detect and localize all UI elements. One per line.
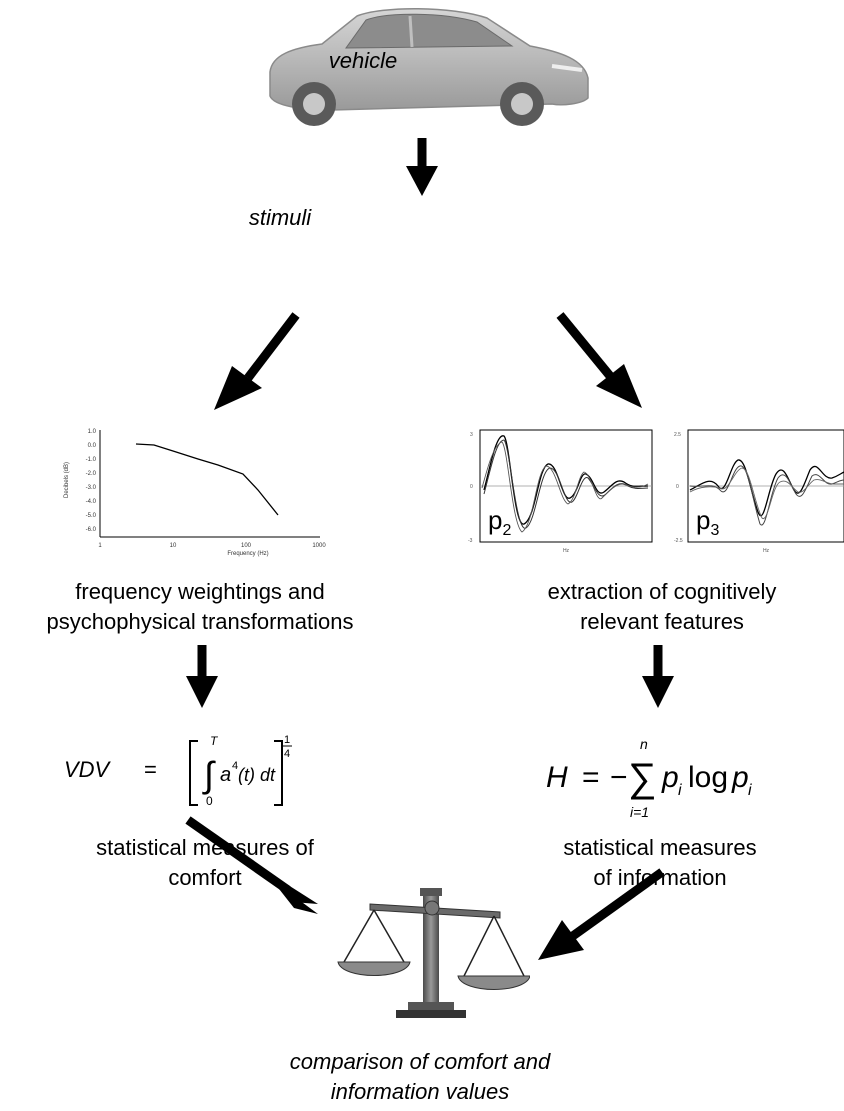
integrand-rest: (t) dt	[238, 765, 276, 785]
information-measure-line2: of information	[593, 865, 727, 890]
information-measure-line1: statistical measures	[563, 835, 757, 860]
left-caption-line1: frequency weightings and	[75, 579, 325, 604]
p3-label: p3	[696, 505, 720, 540]
ytick: -2.0	[86, 471, 97, 477]
xtick: 1000	[312, 543, 326, 549]
integrand: a	[220, 764, 231, 786]
vdv-equals: =	[144, 757, 157, 782]
result-line2: information values	[330, 1079, 510, 1104]
weighting-curve	[135, 443, 279, 516]
balance-scale	[330, 880, 531, 1020]
arrow-comfort-to-scale	[185, 816, 318, 914]
ytick: -4.0	[86, 499, 97, 505]
right-caption-line1: extraction of cognitively	[547, 579, 777, 604]
integrand-power: 4	[232, 760, 238, 772]
svg-text:-2.5: -2.5	[674, 538, 683, 544]
ytick: 1.0	[88, 429, 97, 435]
entropy-minus: −	[610, 761, 628, 794]
outer-power-num: 1	[284, 734, 290, 746]
sum-lower: i=1	[630, 804, 649, 820]
svg-text:Hz: Hz	[763, 548, 770, 554]
arrow-info-to-scale	[538, 868, 665, 960]
vehicle-illustration	[262, 0, 592, 130]
vdv-equation: VDV = ∫ T 0 a 4 (t) dt 1 4	[40, 715, 420, 820]
arrow-left-down	[186, 645, 218, 708]
ytick: -5.0	[86, 513, 97, 519]
information-measure-caption: statistical measures of information	[500, 833, 820, 893]
sum-sign: ∑	[628, 756, 657, 800]
entropy-lhs: H	[546, 761, 568, 794]
arrow-right-down	[642, 645, 674, 708]
svg-text:2.5: 2.5	[674, 432, 681, 438]
vdv-lhs: VDV	[64, 757, 112, 782]
result-line1: comparison of comfort and	[289, 1049, 551, 1074]
comfort-measure-line2: comfort	[168, 865, 242, 890]
result-caption: comparison of comfort and information va…	[220, 1047, 620, 1107]
chart-xlabel: Frequency (Hz)	[227, 551, 268, 557]
frequency-weighting-chart: Decibels (dB) 1.0 0.0 -1.0 -2.0 -3.0 -4.…	[58, 425, 338, 560]
feature-panel-p3: 2.5 0 -2.5 Hz	[672, 428, 844, 558]
entropy-p: p	[661, 761, 679, 794]
p2-label: p2	[488, 505, 512, 540]
outer-power-den: 4	[284, 748, 290, 760]
ytick: -6.0	[86, 527, 97, 533]
arrow-stimuli-to-right	[556, 312, 642, 408]
stimuli-label: stimuli	[248, 205, 312, 230]
svg-text:0: 0	[470, 484, 473, 490]
svg-text:-3: -3	[468, 538, 473, 544]
svg-text:Hz: Hz	[563, 548, 570, 554]
ytick: -1.0	[86, 457, 97, 463]
svg-text:0: 0	[676, 484, 679, 490]
xtick: 100	[241, 543, 252, 549]
comfort-measure-line1: statistical measures of	[96, 835, 314, 860]
integral-lower: 0	[206, 794, 213, 808]
svg-text:3: 3	[470, 432, 473, 438]
entropy-equation: H = − ∑ n i=1 p i log p i	[530, 725, 830, 825]
integral-upper: T	[210, 734, 219, 748]
arrow-vehicle-to-stimuli	[406, 138, 438, 196]
ytick: -3.0	[86, 485, 97, 491]
xtick: 10	[170, 543, 177, 549]
chart-ylabel: Decibels (dB)	[64, 462, 70, 498]
feature-panel-p2: 3 0 -3 Hz	[466, 428, 654, 558]
balance-scale-icon	[337, 888, 531, 1018]
entropy-p2: p	[731, 761, 749, 794]
entropy-p-sub: i	[678, 782, 682, 799]
left-caption-line2: psychophysical transformations	[46, 609, 354, 634]
integral-sign: ∫	[202, 754, 216, 795]
entropy-p2-sub: i	[748, 782, 752, 799]
arrow-stimuli-to-left	[214, 312, 300, 410]
entropy-equals: =	[582, 761, 600, 794]
left-caption: frequency weightings and psychophysical …	[0, 577, 400, 637]
right-caption-line2: relevant features	[580, 609, 744, 634]
sum-upper: n	[640, 736, 648, 752]
entropy-log: log	[688, 761, 728, 794]
vehicle-label: vehicle	[328, 48, 398, 73]
ytick: 0.0	[88, 443, 97, 449]
right-caption: extraction of cognitively relevant featu…	[480, 577, 844, 637]
xtick: 1	[98, 543, 102, 549]
comfort-measure-caption: statistical measures of comfort	[20, 833, 390, 893]
car-icon	[269, 8, 589, 126]
